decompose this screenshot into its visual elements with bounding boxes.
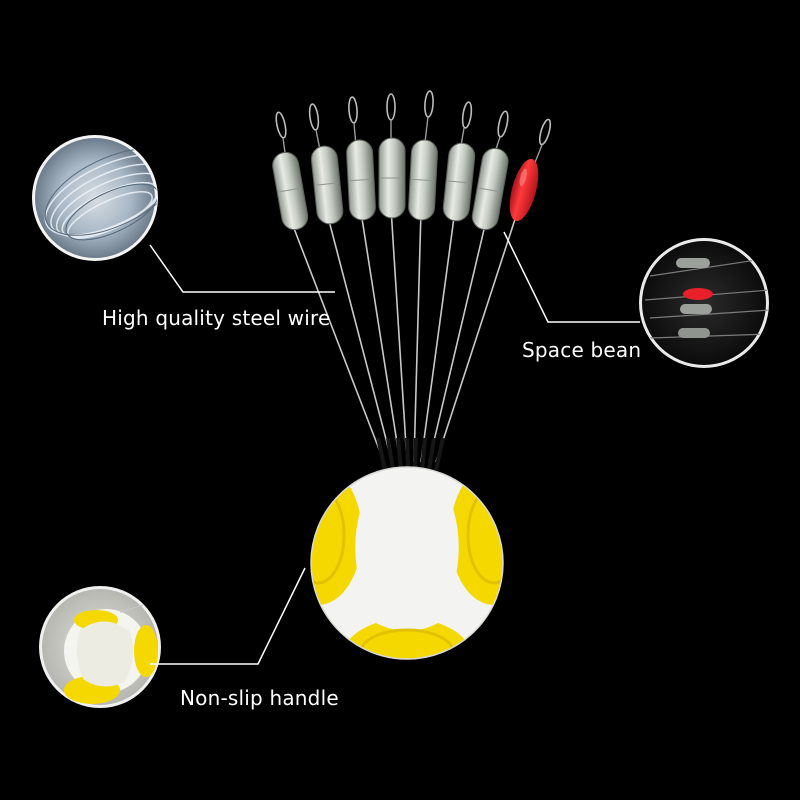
wire-loops bbox=[275, 90, 552, 146]
space-bean-label: Space bean bbox=[522, 338, 642, 362]
red-space-bean bbox=[509, 158, 539, 222]
steel-wire-label: High quality steel wire bbox=[102, 306, 331, 330]
handle-label: Non-slip handle bbox=[180, 686, 339, 710]
steel-wire-callout bbox=[32, 135, 335, 293]
space-bean-callout bbox=[503, 231, 769, 368]
steel-wires bbox=[289, 207, 519, 463]
clear-floats bbox=[272, 137, 509, 231]
handle-callout bbox=[39, 567, 306, 708]
wire-sleeves bbox=[376, 437, 445, 471]
handle bbox=[310, 466, 504, 660]
